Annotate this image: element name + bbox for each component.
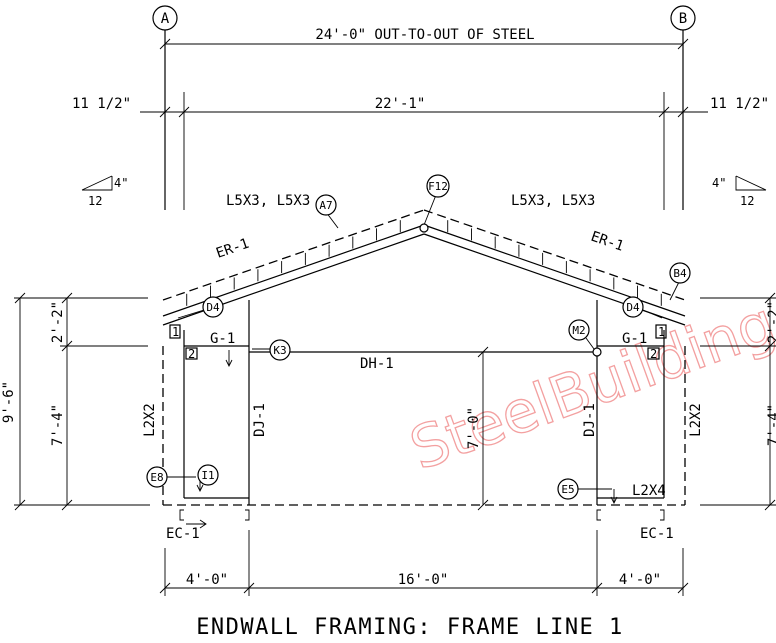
- rake-label-right: ER-1: [589, 229, 626, 255]
- svg-text:2: 2: [188, 347, 195, 361]
- svg-text:2: 2: [650, 347, 657, 361]
- svg-text:D4: D4: [626, 301, 640, 314]
- svg-text:EC-1: EC-1: [166, 526, 200, 542]
- girt-right: 2 G-1: [597, 331, 664, 361]
- svg-text:G-1: G-1: [622, 331, 647, 347]
- purlin-ticks-right: [447, 220, 662, 306]
- jamb-label-left: DJ-1: [252, 403, 268, 437]
- end-clip-right: EC-1: [596, 509, 674, 542]
- svg-text:DH-1: DH-1: [360, 356, 394, 372]
- svg-text:I1: I1: [201, 469, 214, 482]
- column-lines: [164, 30, 684, 210]
- svg-text:E8: E8: [150, 471, 163, 484]
- slope-symbol-right: 4" 12: [712, 175, 767, 208]
- svg-text:22'-1": 22'-1": [375, 96, 426, 112]
- svg-text:4": 4": [712, 176, 726, 190]
- detail-bubble-i1: I1: [197, 464, 219, 486]
- detail-bubble-a7: A7: [315, 194, 337, 216]
- watermark: SteelBuilding: [402, 288, 776, 483]
- svg-text:4": 4": [114, 176, 128, 190]
- detail-bubble-d4-right: D4: [622, 296, 644, 318]
- detail-bubble-m2: M2: [568, 319, 590, 341]
- svg-text:2'-2": 2'-2": [766, 301, 776, 343]
- svg-text:9'-6": 9'-6": [1, 381, 17, 423]
- svg-text:24'-0" OUT-TO-OUT OF STEEL: 24'-0" OUT-TO-OUT OF STEEL: [315, 27, 534, 43]
- svg-text:16'-0": 16'-0": [398, 572, 449, 588]
- dimension-door-height: 7'-0": [466, 346, 489, 511]
- detail-bubble-f12: F12: [426, 174, 450, 198]
- detail-bubble-b4: B4: [669, 262, 691, 284]
- rafter-label-left: L5X3, L5X3: [226, 193, 310, 209]
- purlin-ticks-left: [186, 220, 401, 306]
- svg-text:EC-1: EC-1: [640, 526, 674, 542]
- dim-inset-left: 11 1/2": [72, 96, 131, 112]
- dimension-bays: 4'-0" 16'-0" 4'-0": [159, 530, 689, 596]
- svg-text:12: 12: [88, 194, 102, 208]
- detail-bubble-e8: E8: [146, 466, 168, 488]
- dimension-vertical-right: 2'-2" 7'-4": [764, 292, 776, 511]
- svg-text:4'-0": 4'-0": [186, 572, 228, 588]
- svg-text:7'-0": 7'-0": [466, 407, 482, 449]
- door-header: DH-1: [249, 351, 597, 372]
- corner-column-left: 1: [169, 324, 185, 498]
- corner-label-left: L2X2: [142, 403, 158, 437]
- corner-column-right: 1: [655, 324, 667, 498]
- svg-text:B: B: [679, 11, 687, 27]
- dimension-clear-span: 22'-1" 11 1/2" 11 1/2": [72, 96, 769, 118]
- svg-text:12: 12: [740, 194, 754, 208]
- svg-text:E5: E5: [561, 483, 574, 496]
- rake-trim: [162, 209, 686, 306]
- grid-bubble-b: B: [670, 5, 696, 31]
- base-angle-label: L2X4: [632, 483, 666, 499]
- svg-text:D4: D4: [206, 301, 220, 314]
- dim-inset-right: 11 1/2": [710, 96, 769, 112]
- drawing-title: ENDWALL FRAMING: FRAME LINE 1: [196, 615, 624, 640]
- svg-text:G-1: G-1: [210, 331, 235, 347]
- girt-left: 2 G-1: [184, 331, 249, 361]
- end-clip-left: EC-1: [166, 509, 250, 542]
- svg-text:M2: M2: [572, 324, 585, 337]
- rake-label-left: ER-1: [214, 236, 251, 262]
- svg-text:2'-2": 2'-2": [50, 301, 66, 343]
- svg-text:F12: F12: [428, 180, 448, 193]
- svg-text:A: A: [161, 11, 170, 27]
- corner-label-right: L2X2: [688, 403, 704, 437]
- svg-text:1: 1: [658, 325, 665, 339]
- svg-text:B4: B4: [673, 267, 687, 280]
- svg-text:7'-4": 7'-4": [766, 404, 776, 446]
- dimension-overall: 24'-0" OUT-TO-OUT OF STEEL: [159, 27, 689, 50]
- rafter-left: [162, 224, 425, 326]
- svg-text:1: 1: [172, 325, 179, 339]
- svg-text:A7: A7: [319, 199, 332, 212]
- slope-symbol-left: 4" 12: [81, 175, 128, 208]
- eave-reference-lines: [14, 297, 776, 506]
- jamb-label-right: DJ-1: [582, 403, 598, 437]
- grid-bubble-a: A: [152, 5, 178, 31]
- detail-bubble-d4-left: D4: [202, 296, 224, 318]
- detail-bubble-k3: K3: [269, 339, 291, 361]
- detail-bubble-e5: E5: [557, 478, 579, 500]
- svg-text:K3: K3: [273, 344, 286, 357]
- rafter-label-right: L5X3, L5X3: [511, 193, 595, 209]
- dimension-vertical-left: 9'-6" 2'-2" 7'-4": [1, 292, 73, 511]
- svg-text:4'-0": 4'-0": [619, 572, 661, 588]
- rafter-right: [423, 224, 686, 326]
- svg-text:7'-4": 7'-4": [50, 404, 66, 446]
